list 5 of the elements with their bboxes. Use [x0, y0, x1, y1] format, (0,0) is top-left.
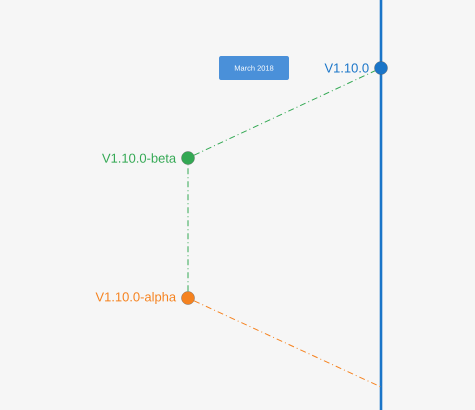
- connector-line: [194, 70, 376, 156]
- version-label: V1.10.0: [324, 63, 369, 73]
- version-label: V1.10.0-alpha: [96, 292, 176, 304]
- version-label: V1.10.0-beta: [102, 153, 176, 163]
- connector-line: [194, 300, 382, 388]
